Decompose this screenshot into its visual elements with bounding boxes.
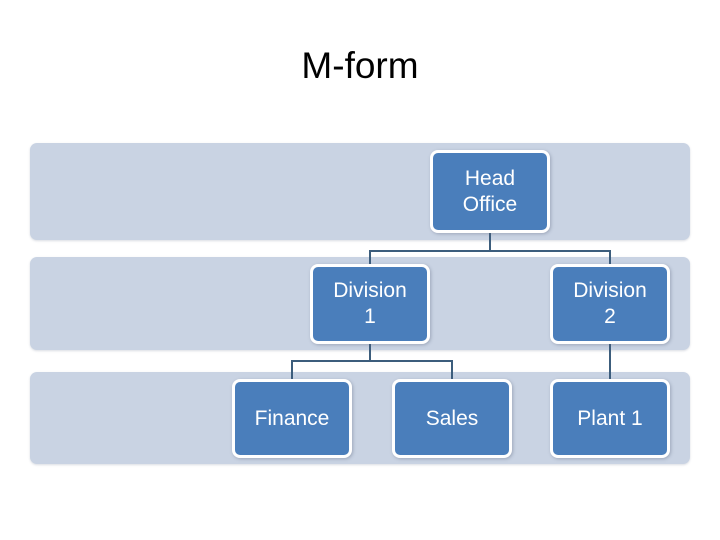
org-node-division-1[interactable]: Division 1: [310, 264, 430, 344]
org-node-sales-label: Sales: [425, 406, 479, 430]
org-node-head-office-label: Head Office: [462, 166, 518, 216]
connector-finance-drop: [291, 360, 293, 380]
org-node-division-1-label: Division 1: [333, 279, 407, 328]
connector-division-1-stem: [369, 344, 371, 361]
connector-division-1-bar: [291, 360, 453, 362]
connector-head-office-bar: [369, 250, 611, 252]
org-node-finance[interactable]: Finance: [232, 379, 352, 458]
level-band-1: [30, 143, 690, 240]
org-node-division-2-label: Division 2: [573, 279, 647, 328]
connector-division-2-stem: [609, 344, 611, 380]
org-node-plant-1-label: Plant 1: [577, 406, 643, 430]
org-node-plant-1[interactable]: Plant 1: [550, 379, 670, 458]
connector-head-office-stem: [489, 233, 491, 251]
page-title: M-form: [301, 45, 419, 86]
connector-sales-drop: [451, 360, 453, 380]
connector-division-1-drop: [369, 250, 371, 265]
org-node-division-2[interactable]: Division 2: [550, 264, 670, 344]
org-node-sales[interactable]: Sales: [392, 379, 512, 458]
org-node-finance-label: Finance: [254, 406, 330, 430]
org-node-head-office[interactable]: Head Office: [430, 150, 550, 233]
connector-division-2-drop: [609, 250, 611, 265]
